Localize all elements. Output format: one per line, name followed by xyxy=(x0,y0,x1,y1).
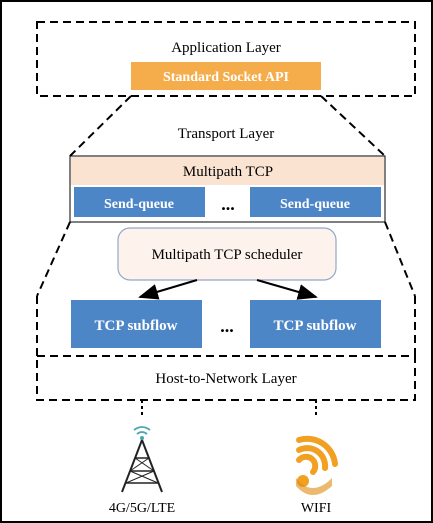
arrow-to-right-subflow xyxy=(256,279,318,300)
trapezoid-right-upper xyxy=(320,95,386,157)
host-to-network-layer-title: Host-to-Network Layer xyxy=(155,371,296,387)
send-queue-left-label: Send-queue xyxy=(104,197,174,212)
scheduler-box xyxy=(117,227,337,281)
standard-socket-api-box xyxy=(131,62,321,90)
subflow-ellipsis: ... xyxy=(220,316,234,336)
standard-socket-api-label: Standard Socket API xyxy=(163,70,289,85)
send-queue-left xyxy=(74,187,205,217)
cellular-label: 4G/5G/LTE xyxy=(109,501,175,516)
trapezoid-left-lower xyxy=(36,221,71,297)
tcp-subflow-left-label: TCP subflow xyxy=(95,318,178,334)
tcp-subflow-right-label: TCP subflow xyxy=(274,318,357,334)
send-queue-right xyxy=(250,187,381,217)
transport-layer-title: Transport Layer xyxy=(178,126,275,142)
cell-tower-icon xyxy=(121,426,163,493)
wifi-label: WIFI xyxy=(301,501,332,516)
application-layer-box xyxy=(36,21,416,97)
application-layer-title: Application Layer xyxy=(171,40,281,56)
tcp-subflow-left xyxy=(71,300,202,348)
multipath-tcp-label: Multipath TCP xyxy=(183,164,273,180)
send-queue-right-label: Send-queue xyxy=(280,197,350,212)
trapezoid-left-upper xyxy=(69,95,132,157)
wifi-icon xyxy=(296,435,338,495)
arrow-to-left-subflow xyxy=(138,279,198,300)
queue-ellipsis: ... xyxy=(221,194,235,214)
trapezoid-right-lower xyxy=(384,221,416,297)
multipath-tcp-header xyxy=(71,157,384,185)
scheduler-label: Multipath TCP scheduler xyxy=(152,247,303,263)
tcp-subflow-right xyxy=(250,300,381,348)
host-to-network-layer-box xyxy=(36,355,416,401)
